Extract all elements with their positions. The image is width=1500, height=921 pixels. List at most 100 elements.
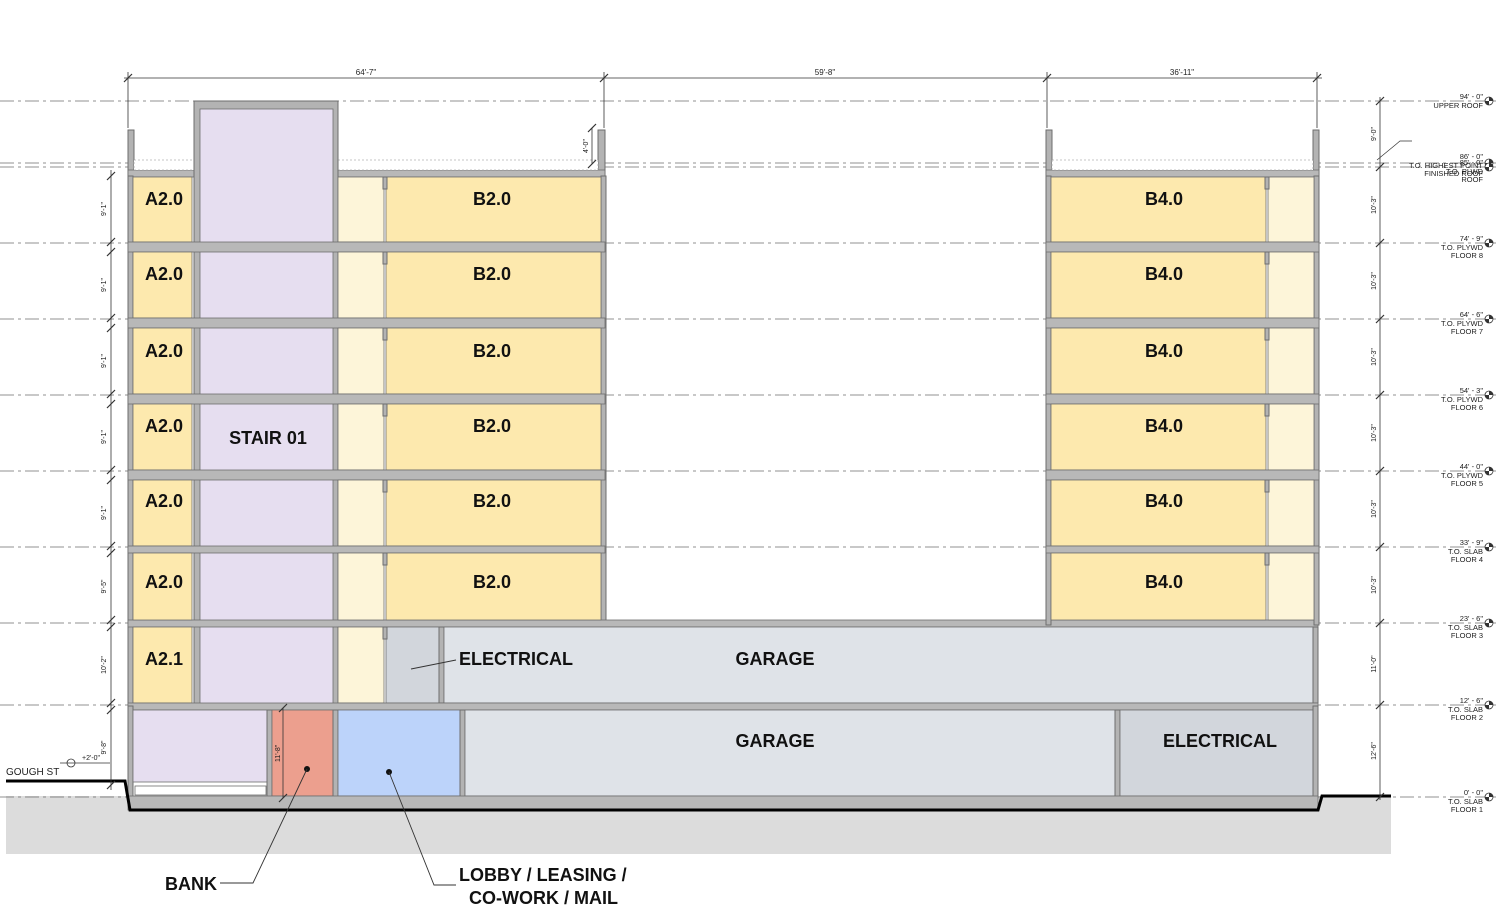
unit-b-floor-3 xyxy=(385,552,602,621)
dimension-tick xyxy=(1375,542,1385,552)
dimension-tick xyxy=(106,247,116,257)
floor-height-label: 10'-3" xyxy=(1371,196,1378,214)
highest-point-leader xyxy=(1376,140,1412,161)
unit-a-floor-3 xyxy=(132,552,193,621)
overall-dimension-string: 64'-7" 59'-8" 36'-11" xyxy=(123,68,1322,128)
dimension-tick xyxy=(1375,466,1385,476)
level-name: FLOOR 4 xyxy=(1451,555,1483,564)
dimension-tick xyxy=(106,622,116,632)
clear-height-label: 9'-1" xyxy=(101,278,108,292)
wall-electrical-west xyxy=(1114,709,1121,799)
callout-lobby-line-1: LOBBY / LEASING / xyxy=(459,865,627,885)
level-elevation: 94' - 0" xyxy=(1460,92,1484,101)
floor-height-label: 11'-0" xyxy=(1371,655,1378,673)
clear-height-label: 9'-5" xyxy=(101,579,108,593)
unit-b4-floor-3 xyxy=(1050,552,1267,621)
room-label-electrical-floor-2: ELECTRICAL xyxy=(459,649,573,669)
clear-height-label: 9'-1" xyxy=(101,354,108,368)
street-marker: GOUGH ST +2'-0" xyxy=(6,755,110,778)
dimension-tick xyxy=(106,399,116,409)
ground-right-wall xyxy=(1312,705,1319,799)
room-label-b4-floor-3: B4.0 xyxy=(1145,572,1183,592)
dimension-tick xyxy=(106,171,116,181)
slab-floor-7 xyxy=(127,317,606,329)
level-datum-icon xyxy=(1484,390,1494,400)
level-elevation: 74' - 9" xyxy=(1460,234,1484,243)
wall-stub xyxy=(1264,327,1270,341)
room-labels: A2.0 A2.0 A2.0 A2.0 A2.0 A2.0 A2.1 B2.0 … xyxy=(145,189,1277,751)
level-name: UPPER ROOF xyxy=(1433,101,1483,110)
unit-a-floor-5 xyxy=(132,403,193,471)
dimension-tick xyxy=(106,389,116,399)
room-label-a-floor-7: A2.0 xyxy=(145,264,183,284)
bank-room xyxy=(271,709,334,797)
street-name: GOUGH ST xyxy=(6,767,59,778)
unit-a-floor-6 xyxy=(132,327,193,395)
corridor-floor-8 xyxy=(337,176,385,243)
callout-lobby-line-2: CO-WORK / MAIL xyxy=(469,888,618,908)
dimension-tick xyxy=(1375,314,1385,324)
level-datum-icon xyxy=(1484,162,1494,172)
slab-floor-5 xyxy=(127,469,606,481)
roof-slab-right xyxy=(1045,169,1320,178)
floor-height-label: 10'-3" xyxy=(1371,272,1378,290)
roof-membrane-right xyxy=(1051,159,1314,171)
level-datum-icon xyxy=(1484,238,1494,248)
dimension-tick xyxy=(1375,700,1385,710)
corridor-right-floor-3 xyxy=(1267,552,1315,621)
wall-stub xyxy=(382,403,388,417)
level-datum-icon xyxy=(1484,96,1494,106)
left-dimension-column: 9'-1"9'-1"9'-1"9'-1"9'-1"9'-5"10'-2"9'-8… xyxy=(101,170,116,790)
room-label-a-floor-5: A2.0 xyxy=(145,416,183,436)
corridor-right-floor-6 xyxy=(1267,327,1315,395)
room-label-a-floor-8: A2.0 xyxy=(145,189,183,209)
level-elevation: 33' - 9" xyxy=(1460,538,1484,547)
level-elevation: 54' - 3" xyxy=(1460,386,1484,395)
level-elevation: 44' - 0" xyxy=(1460,462,1484,471)
room-label-b4-floor-8: B4.0 xyxy=(1145,189,1183,209)
room-label-b4-floor-7: B4.0 xyxy=(1145,264,1183,284)
unit-b-floor-4 xyxy=(385,479,602,547)
floor-height-label: 10'-3" xyxy=(1371,500,1378,518)
room-label-b-floor-8: B2.0 xyxy=(473,189,511,209)
level-name: T.O. PLYWD xyxy=(1441,243,1484,252)
garage-floor-2 xyxy=(443,626,1314,704)
stair-ground xyxy=(132,709,268,783)
room-label-b-floor-4: B2.0 xyxy=(473,491,511,511)
room-label-b4-floor-4: B4.0 xyxy=(1145,491,1183,511)
level-name: FLOOR 5 xyxy=(1451,479,1483,488)
clear-height-label: 9'-8" xyxy=(101,740,108,754)
wall-stub xyxy=(382,251,388,265)
level-datum-icon xyxy=(1484,792,1494,802)
level-name: T.O. HIGHEST POINT xyxy=(1409,161,1483,170)
wall-lobby-east xyxy=(459,709,466,799)
room-label-garage-floor-1: GARAGE xyxy=(735,731,814,751)
garage-separation-wall xyxy=(438,626,445,704)
parapet-dimension: 4'-0" xyxy=(583,123,597,169)
level-name: T.O. SLAB xyxy=(1448,623,1483,632)
floor-height-label: 10'-3" xyxy=(1371,576,1378,594)
unit-a-floor-4 xyxy=(132,479,193,547)
dimension-tick xyxy=(106,313,116,323)
garage-floor-1 xyxy=(464,709,1116,797)
room-label-a-floor-4: A2.0 xyxy=(145,491,183,511)
level-name: T.O. SLAB xyxy=(1448,547,1483,556)
dimension-tick xyxy=(106,548,116,558)
bank-dimension: 11'-8" xyxy=(275,703,288,803)
slab-floor-2 xyxy=(127,702,1319,711)
right-dimension-column: 9'-0"10'-3"10'-3"10'-3"10'-3"10'-3"10'-3… xyxy=(1371,92,1494,814)
corridor-right-floor-7 xyxy=(1267,251,1315,319)
slab-right-floor-8 xyxy=(1045,241,1320,253)
room-label-electrical-floor-1: ELECTRICAL xyxy=(1163,731,1277,751)
level-elevation: 64' - 6" xyxy=(1460,310,1484,319)
stair-01 xyxy=(199,108,334,705)
corridor-floor-7 xyxy=(337,251,385,319)
room-label-a-floor-3: A2.0 xyxy=(145,572,183,592)
floor-height-label: 9'-0" xyxy=(1371,127,1378,141)
corridor-floor-6 xyxy=(337,327,385,395)
unit-b4-floor-7 xyxy=(1050,251,1267,319)
wall-stub xyxy=(382,176,388,190)
dimension-tick xyxy=(106,780,116,790)
lobby-leader xyxy=(388,771,456,886)
